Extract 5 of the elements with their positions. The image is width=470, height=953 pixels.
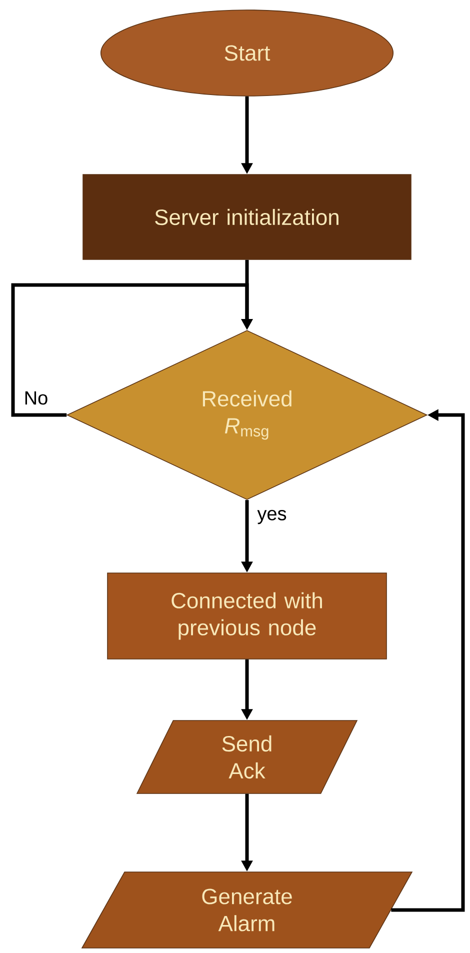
edge-label: yes [256, 508, 288, 526]
arrow [11, 283, 253, 417]
process-box: Connected with previous node [107, 572, 387, 660]
process-box: Server initialization [82, 174, 412, 260]
edge-label: No [22, 390, 50, 406]
